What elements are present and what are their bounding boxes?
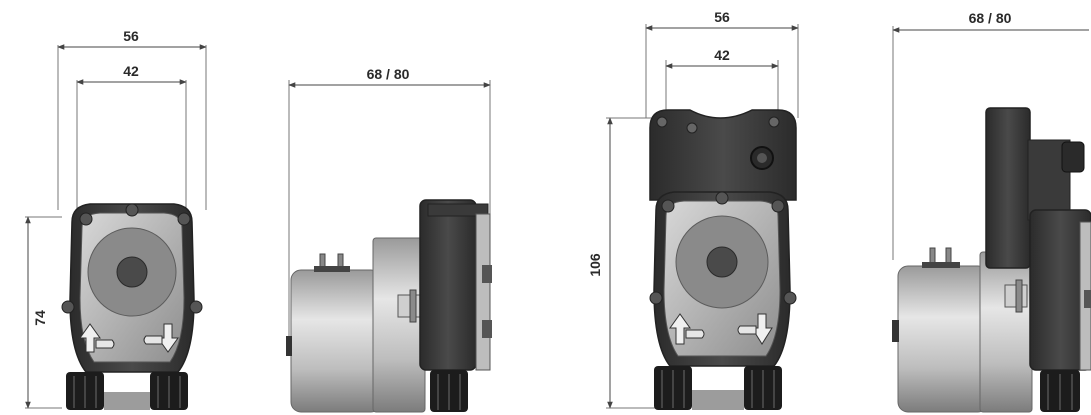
rotor-hub: [706, 246, 738, 278]
arrow-up-icon: [669, 313, 691, 345]
outlet-channel: [737, 325, 757, 335]
screw-icon: [661, 199, 675, 213]
pump-side-large: [892, 107, 1091, 413]
mount-bracket: [397, 294, 421, 318]
pump-front-small: [61, 203, 203, 410]
arrow-up-icon: [79, 323, 101, 353]
pump-side-small: [286, 199, 492, 413]
motor-body: [897, 265, 989, 413]
screw-icon: [768, 116, 780, 128]
motor-body: [290, 269, 382, 413]
screw-icon: [771, 199, 785, 213]
controller-housing-side: [985, 107, 1031, 269]
arrow-down-icon: [157, 323, 179, 353]
dim-label-height: 106: [587, 253, 603, 277]
motor-shaft-end: [286, 336, 292, 356]
screw-icon: [783, 291, 797, 305]
screw-icon: [715, 191, 729, 205]
dim-label-width-inner: 42: [714, 47, 730, 63]
inlet-channel: [685, 329, 705, 339]
screw-icon: [1084, 290, 1091, 308]
dim-label-length: 68 / 80: [969, 10, 1012, 26]
view-2-side: 68 / 80: [286, 66, 492, 413]
outlet-channel: [143, 335, 163, 345]
pump-head-top: [427, 203, 489, 217]
screw-icon: [189, 300, 203, 314]
view-1-front: 56 42 74: [25, 28, 207, 410]
pump-front-large: [649, 109, 797, 410]
cable-gland-icon: [1061, 141, 1085, 173]
terminal-pin: [929, 247, 936, 265]
screw-icon: [61, 300, 75, 314]
screw-icon: [649, 291, 663, 305]
mount-screw: [1015, 279, 1023, 313]
screw-icon: [482, 320, 492, 338]
dim-label-width-outer: 56: [123, 28, 139, 44]
motor-base: [104, 392, 150, 410]
dim-label-width-inner: 42: [123, 63, 139, 79]
terminal-block: [314, 266, 350, 272]
controller-housing: [649, 109, 797, 201]
mount-screw: [409, 289, 417, 323]
screw-icon: [125, 203, 139, 217]
screw-icon: [177, 212, 191, 226]
rotor-hub: [116, 256, 148, 288]
gearbox: [979, 251, 1033, 413]
dim-label-height: 74: [32, 310, 48, 326]
motor-shaft-end: [892, 320, 899, 342]
screw-icon: [482, 265, 492, 283]
pump-cover-edge: [475, 213, 491, 371]
screw-icon: [686, 122, 698, 134]
terminal-block: [922, 262, 960, 268]
motor-base: [692, 390, 744, 410]
pump-head-side: [419, 199, 477, 371]
terminal-pin: [945, 247, 952, 265]
arrow-down-icon: [751, 313, 773, 345]
screw-icon: [656, 116, 668, 128]
screw-icon: [79, 212, 93, 226]
gearbox: [372, 237, 426, 413]
view-3-front: 56 42 106: [587, 9, 799, 410]
dim-label-width-outer: 56: [714, 9, 730, 25]
view-4-side: 68 / 80: [892, 10, 1091, 413]
dim-label-length: 68 / 80: [367, 66, 410, 82]
inlet-channel: [95, 339, 115, 349]
